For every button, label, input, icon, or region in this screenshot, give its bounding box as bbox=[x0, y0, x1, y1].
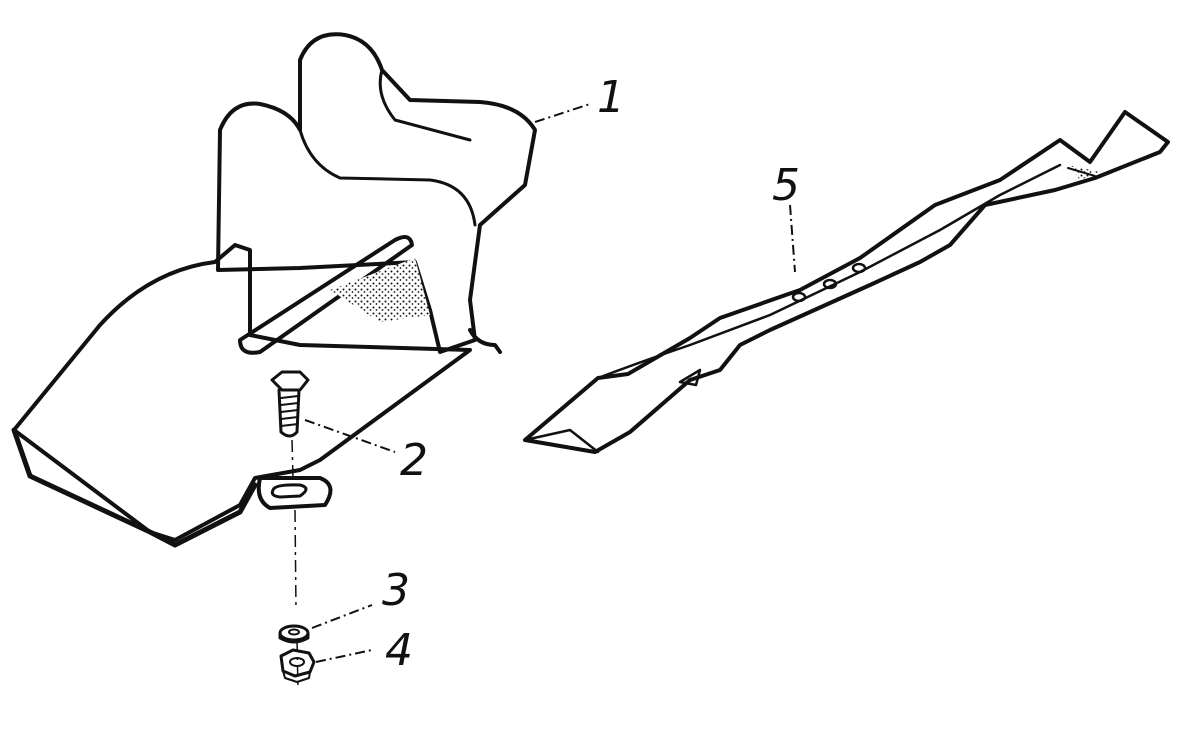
callout-4: 4 bbox=[385, 625, 413, 676]
leader-line-5 bbox=[789, 204, 796, 273]
mower-blade-part bbox=[523, 110, 1170, 454]
callout-1: 1 bbox=[597, 72, 625, 123]
washer-part bbox=[278, 624, 310, 644]
leader-line-1 bbox=[534, 103, 591, 123]
callout-2: 2 bbox=[400, 435, 428, 486]
bolt-part bbox=[270, 370, 310, 438]
callout-3: 3 bbox=[382, 565, 410, 616]
nut-part bbox=[279, 648, 316, 683]
deflector-plate-part bbox=[11, 32, 537, 548]
leader-line-3 bbox=[311, 604, 373, 629]
leader-line-4 bbox=[315, 649, 373, 663]
leader-line-2 bbox=[304, 419, 396, 453]
callout-5: 5 bbox=[772, 160, 800, 211]
